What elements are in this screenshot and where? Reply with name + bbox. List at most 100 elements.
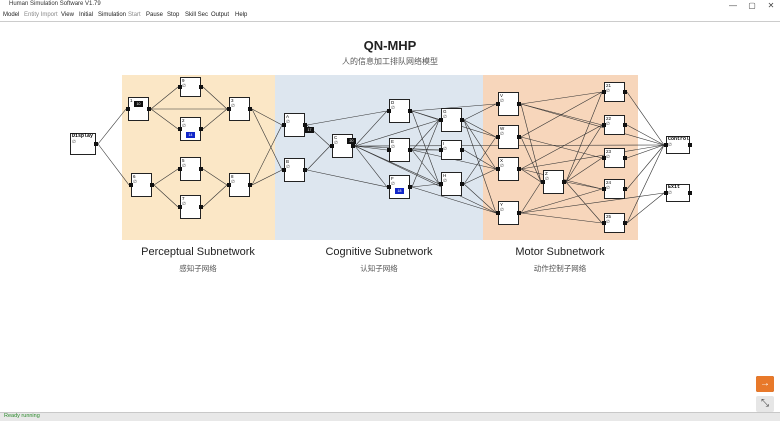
node-m9[interactable]: 24∅ [602, 179, 627, 199]
run-button[interactable]: → [756, 376, 774, 392]
node-p7[interactable]: 7∅ [178, 195, 203, 219]
input-port[interactable] [496, 211, 500, 215]
output-port[interactable] [623, 156, 627, 160]
node-m4[interactable]: Y∅ [496, 201, 521, 225]
output-port[interactable] [303, 168, 307, 172]
output-port[interactable] [517, 135, 521, 139]
output-port[interactable] [199, 167, 203, 171]
node-m1[interactable]: V∅ [496, 92, 521, 116]
input-port[interactable] [282, 123, 286, 127]
output-port[interactable] [199, 127, 203, 131]
node-m10[interactable]: 25∅ [602, 213, 627, 233]
input-port[interactable] [227, 183, 231, 187]
input-port[interactable] [387, 185, 391, 189]
input-port[interactable] [664, 143, 668, 147]
output-port[interactable] [460, 182, 464, 186]
close-button[interactable]: ✕ [767, 1, 775, 10]
output-port[interactable] [94, 142, 98, 146]
node-p5[interactable]: 5∅ [178, 157, 203, 181]
node-p9[interactable]: 9∅ [178, 77, 203, 97]
input-port[interactable] [387, 148, 391, 152]
minimize-button[interactable]: — [729, 1, 737, 10]
input-port[interactable] [602, 156, 606, 160]
output-port[interactable] [351, 144, 355, 148]
input-port[interactable] [496, 102, 500, 106]
input-port[interactable] [439, 148, 443, 152]
output-port[interactable] [623, 187, 627, 191]
node-control[interactable]: Control∅ [664, 136, 692, 154]
output-port[interactable] [517, 102, 521, 106]
output-port[interactable] [460, 118, 464, 122]
output-port[interactable] [408, 109, 412, 113]
output-port[interactable] [623, 123, 627, 127]
menu-entity-import[interactable]: Entity Import [24, 12, 58, 18]
input-port[interactable] [178, 85, 182, 89]
output-port[interactable] [623, 221, 627, 225]
node-c6[interactable]: F∅18 [387, 175, 412, 199]
output-port[interactable] [408, 185, 412, 189]
node-m3[interactable]: X∅ [496, 157, 521, 181]
node-m2[interactable]: W∅ [496, 125, 521, 149]
output-port[interactable] [248, 183, 252, 187]
node-m8[interactable]: 23∅ [602, 148, 627, 168]
menu-model[interactable]: Model [3, 12, 20, 18]
output-port[interactable] [688, 191, 692, 195]
menu-pause[interactable]: Pause [146, 12, 164, 18]
input-port[interactable] [664, 191, 668, 195]
node-p3[interactable]: 3∅ [227, 97, 252, 121]
input-port[interactable] [602, 221, 606, 225]
output-port[interactable] [562, 180, 566, 184]
menu-help[interactable]: Help [235, 12, 248, 18]
node-c2[interactable]: B∅ [282, 158, 307, 182]
output-port[interactable] [248, 107, 252, 111]
input-port[interactable] [178, 127, 182, 131]
node-p2[interactable]: 2∅14 [178, 117, 203, 141]
input-port[interactable] [178, 167, 182, 171]
menu-view[interactable]: View [61, 12, 74, 18]
node-m7[interactable]: 22∅ [602, 115, 627, 135]
maximize-button[interactable]: ▢ [748, 1, 756, 10]
output-port[interactable] [303, 123, 307, 127]
expand-button[interactable]: ⤡ [756, 396, 774, 412]
node-m5[interactable]: Z∅ [541, 170, 566, 194]
menu-initial[interactable]: Initial [79, 12, 94, 18]
output-port[interactable] [150, 183, 154, 187]
input-port[interactable] [602, 90, 606, 94]
node-p6[interactable]: 6∅ [129, 173, 154, 197]
node-c1[interactable]: A∅17 [282, 113, 314, 137]
node-c8[interactable]: H∅ [439, 172, 464, 196]
output-port[interactable] [688, 143, 692, 147]
menu-stop[interactable]: Stop [167, 12, 180, 18]
node-p8[interactable]: 8∅ [227, 173, 252, 197]
input-port[interactable] [496, 135, 500, 139]
input-port[interactable] [387, 109, 391, 113]
input-port[interactable] [439, 118, 443, 122]
menu-start[interactable]: Start [128, 12, 141, 18]
output-port[interactable] [517, 211, 521, 215]
input-port[interactable] [178, 205, 182, 209]
output-port[interactable] [199, 205, 203, 209]
menu-simulation[interactable]: Simulation [98, 12, 127, 18]
input-port[interactable] [282, 168, 286, 172]
node-m6[interactable]: 21∅ [602, 82, 627, 102]
output-port[interactable] [517, 167, 521, 171]
node-display[interactable]: Display∅ [70, 133, 98, 155]
input-port[interactable] [330, 144, 334, 148]
node-c7[interactable]: G∅ [439, 108, 464, 132]
output-port[interactable] [199, 85, 203, 89]
node-c9[interactable]: I∅ [439, 140, 464, 160]
input-port[interactable] [602, 123, 606, 127]
input-port[interactable] [129, 183, 133, 187]
input-port[interactable] [227, 107, 231, 111]
output-port[interactable] [460, 148, 464, 152]
output-port[interactable] [147, 107, 151, 111]
node-exit[interactable]: Exit∅ [664, 184, 692, 202]
input-port[interactable] [439, 182, 443, 186]
node-c3[interactable]: C∅20 [330, 134, 356, 158]
input-port[interactable] [496, 167, 500, 171]
node-c5[interactable]: E∅ [387, 138, 412, 162]
input-port[interactable] [602, 187, 606, 191]
node-c4[interactable]: D∅ [387, 99, 412, 123]
input-port[interactable] [541, 180, 545, 184]
